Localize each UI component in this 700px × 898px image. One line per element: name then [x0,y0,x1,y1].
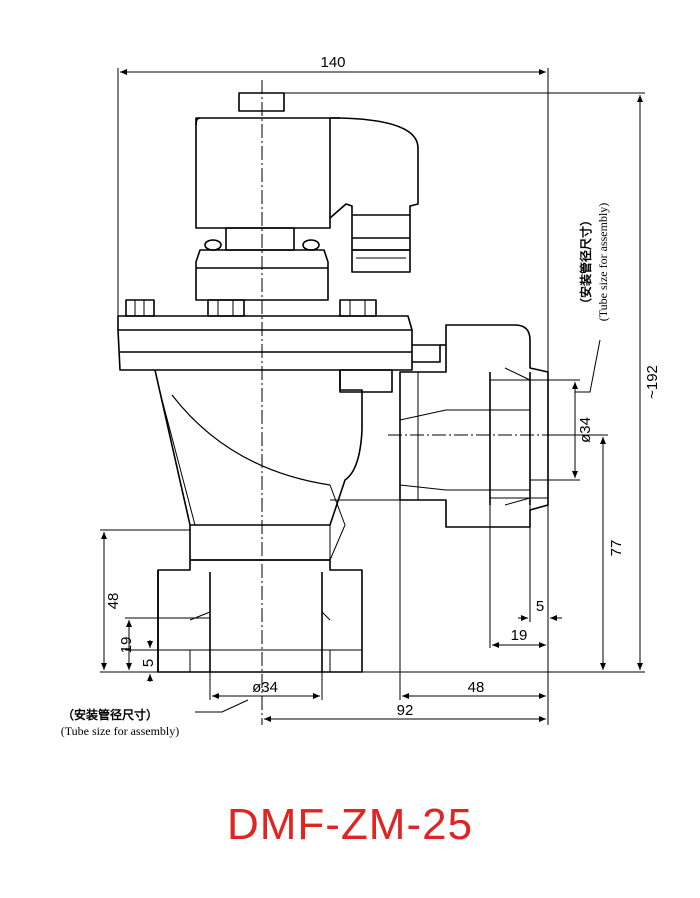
valve-body [154,369,400,561]
dim-192: ~192 [644,365,661,399]
assembly-note-en-side: (Tube size for assembly) [596,203,610,322]
dim-140: 140 [320,54,345,71]
assembly-note-cn-bottom: （安装管径尺寸） [62,707,158,722]
dim-bottom-19-vertical: 19 [118,637,135,654]
dim-side-phi34: ø34 [577,417,594,443]
dim-48-horizontal: 48 [468,679,485,696]
dim-bottom-48-vertical: 48 [105,593,122,610]
dimension-lines [100,68,645,725]
assembly-note-en-bottom: (Tube size for assembly) [61,724,180,738]
dim-side-19: 19 [511,627,528,644]
side-outlet [399,324,549,528]
model-title: DMF-ZM-25 [226,800,474,849]
bottom-inlet [157,559,363,673]
dim-bottom-5-vertical: 5 [140,659,157,667]
cover-bolts [125,299,377,317]
dim-side-5: 5 [536,598,544,615]
dim-bottom-phi34: ø34 [252,679,278,696]
center-lines [261,80,578,725]
dim-92-horizontal: 92 [397,702,414,719]
valve-flange [117,315,441,371]
dim-77: 77 [608,540,625,557]
solenoid-coil [195,92,419,273]
assembly-note-cn-side: （安装管径尺寸） [578,214,593,310]
